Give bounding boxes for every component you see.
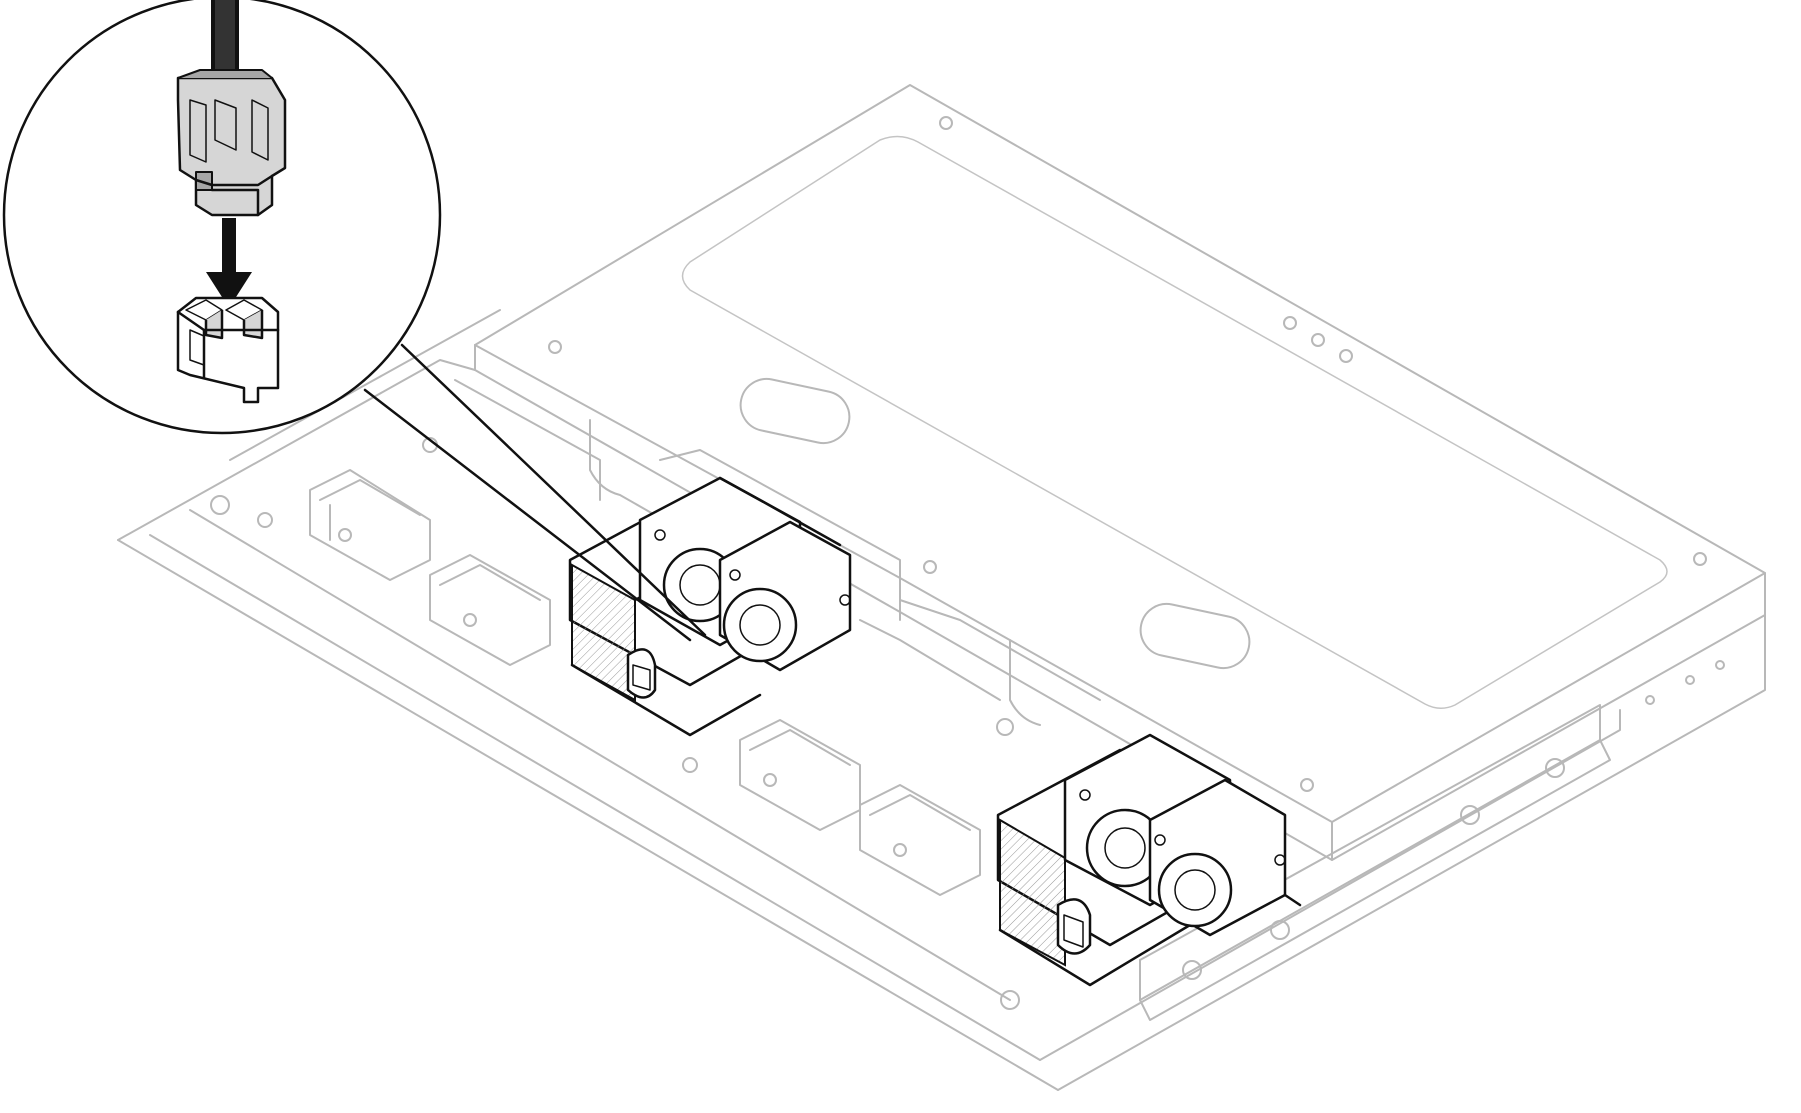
fan-handle <box>1056 898 1092 955</box>
cover-handle <box>739 377 851 445</box>
down-arrow-icon <box>206 218 252 308</box>
cover-screws <box>548 116 1707 792</box>
drive-bracket <box>309 469 431 581</box>
fan-module-2 <box>996 733 1302 987</box>
drive-bracket <box>429 554 551 666</box>
callout-leader <box>363 343 707 642</box>
top-cover-panel <box>681 135 1668 709</box>
drive-bracket <box>859 784 981 896</box>
fan-air-baffle <box>571 563 636 702</box>
cable-plug-connector <box>176 69 287 217</box>
server-chassis <box>117 84 1766 1091</box>
callout-magnifier-icon <box>2 0 442 435</box>
drive-bracket <box>739 719 861 831</box>
power-connector-icon <box>176 296 280 404</box>
cover-handle <box>1139 602 1251 670</box>
fan-air-baffle <box>999 818 1066 967</box>
fan-module-icon <box>638 476 852 672</box>
chassis-tray <box>117 359 476 541</box>
fan-module-1 <box>568 476 852 737</box>
fan-module-icon <box>1063 733 1287 937</box>
front-bezel <box>1139 739 1611 1021</box>
fan-handle <box>626 648 657 699</box>
top-cover-outline <box>474 84 1766 861</box>
